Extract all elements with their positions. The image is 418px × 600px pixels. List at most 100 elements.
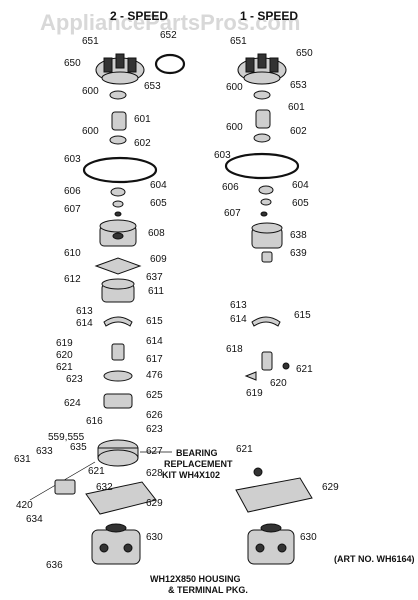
left-part-label-28: 623 [66, 374, 83, 385]
right-part-label-3: 653 [290, 80, 307, 91]
part-604-right [258, 185, 274, 195]
left-part-label-10: 604 [150, 180, 167, 191]
left-part-label-24: 620 [56, 350, 73, 361]
left-part-label-45: 630 [146, 532, 163, 543]
left-part-label-4: 653 [144, 81, 161, 92]
left-part-label-38: 621 [88, 466, 105, 477]
right-part-label-22: 629 [322, 482, 339, 493]
left-part-label-39: 628 [146, 468, 163, 479]
right-part-label-19: 620 [270, 378, 287, 389]
right-part-label-0: 651 [230, 36, 247, 47]
right-part-label-9: 604 [292, 180, 309, 191]
left-part-label-15: 609 [150, 254, 167, 265]
part-476-left [103, 370, 133, 382]
left-part-label-33: 623 [146, 424, 163, 435]
part-601-coupling-right [255, 109, 271, 129]
part-618-right [261, 351, 273, 371]
part-634-switch-left [54, 479, 76, 495]
part-629-shield-left [85, 481, 157, 515]
left-part-label-16: 637 [146, 272, 163, 283]
left-part-label-5: 601 [134, 114, 151, 125]
part-609-left [94, 257, 142, 275]
left-part-label-25: 621 [56, 362, 73, 373]
part-605-left [112, 200, 124, 208]
part-620-right [282, 362, 290, 370]
part-611-cam-left [101, 278, 135, 303]
left-part-label-8: 603 [64, 154, 81, 165]
right-part-label-8: 606 [222, 182, 239, 193]
part-603-belt-right [224, 152, 300, 180]
header-2-speed: 2 - SPEED [110, 9, 168, 23]
part-650-cap-left [95, 53, 145, 85]
left-part-label-20: 614 [76, 318, 93, 329]
left-part-label-30: 624 [64, 398, 81, 409]
part-615-left [103, 316, 133, 327]
left-part-label-27: 476 [146, 370, 163, 381]
left-part-label-7: 602 [134, 138, 151, 149]
right-part-label-15: 614 [230, 314, 247, 325]
part-607-left [114, 211, 122, 217]
part-601-coupling-left [111, 111, 127, 131]
left-part-label-32: 616 [86, 416, 103, 427]
watermark: AppliancePartsPros.com [40, 10, 300, 35]
part-619-right [244, 371, 257, 381]
note-housing-1: WH12X850 HOUSING [150, 574, 241, 584]
part-600-clip-right-a [253, 90, 271, 100]
note-housing-2: & TERMINAL PKG. [168, 585, 248, 595]
left-part-label-12: 607 [64, 204, 81, 215]
left-part-label-36: 635 [70, 442, 87, 453]
right-part-label-4: 601 [288, 102, 305, 113]
note-bearing-1: BEARING [176, 448, 218, 458]
left-part-label-40: 631 [14, 454, 31, 465]
right-part-label-5: 600 [226, 122, 243, 133]
part-607-right [260, 211, 268, 217]
left-part-label-1: 652 [160, 30, 177, 41]
part-629-shield-right [235, 477, 313, 513]
part-630-motor-left [91, 523, 141, 565]
left-part-label-42: 629 [146, 498, 163, 509]
part-652-ring [154, 53, 186, 75]
left-part-label-46: 636 [46, 560, 63, 571]
right-part-label-13: 639 [290, 248, 307, 259]
note-art-no: (ART NO. WH6164) [334, 554, 415, 564]
right-part-label-21: 621 [236, 444, 253, 455]
left-part-label-41: 632 [96, 482, 113, 493]
right-part-label-18: 621 [296, 364, 313, 375]
part-605-right [260, 198, 272, 206]
part-617-left [111, 343, 125, 361]
right-part-label-1: 650 [296, 48, 313, 59]
left-part-label-34: 559,555 [48, 432, 85, 443]
left-part-label-11: 605 [150, 198, 167, 209]
left-part-label-31: 626 [146, 410, 163, 421]
left-part-label-9: 606 [64, 186, 81, 197]
part-650-cap-right [237, 53, 287, 85]
left-part-label-22: 619 [56, 338, 73, 349]
left-part-label-35: 627 [146, 446, 163, 457]
part-638-gear-right [251, 222, 283, 249]
left-part-label-37: 633 [36, 446, 53, 457]
part-600-clip-left-a [109, 90, 127, 100]
right-part-label-11: 607 [224, 208, 241, 219]
left-part-label-44: 634 [26, 514, 43, 525]
left-part-label-2: 650 [64, 58, 81, 69]
note-bearing-2: REPLACEMENT [164, 459, 233, 469]
right-part-label-14: 613 [230, 300, 247, 311]
part-608-gear-left [99, 219, 137, 247]
left-part-label-19: 613 [76, 306, 93, 317]
left-part-label-17: 612 [64, 274, 81, 285]
left-part-label-43: 420 [16, 500, 33, 511]
right-part-label-7: 603 [214, 150, 231, 161]
part-627-bearing-left [97, 439, 139, 467]
note-bearing-3: KIT WH4X102 [162, 470, 220, 480]
part-615-right [251, 316, 281, 327]
right-part-label-6: 602 [290, 126, 307, 137]
part-600-clip-left-b [109, 135, 127, 145]
left-part-label-18: 611 [148, 286, 164, 297]
left-part-label-21: 615 [146, 316, 163, 327]
right-part-label-10: 605 [292, 198, 309, 209]
right-part-label-20: 619 [246, 388, 263, 399]
left-part-label-14: 610 [64, 248, 81, 259]
